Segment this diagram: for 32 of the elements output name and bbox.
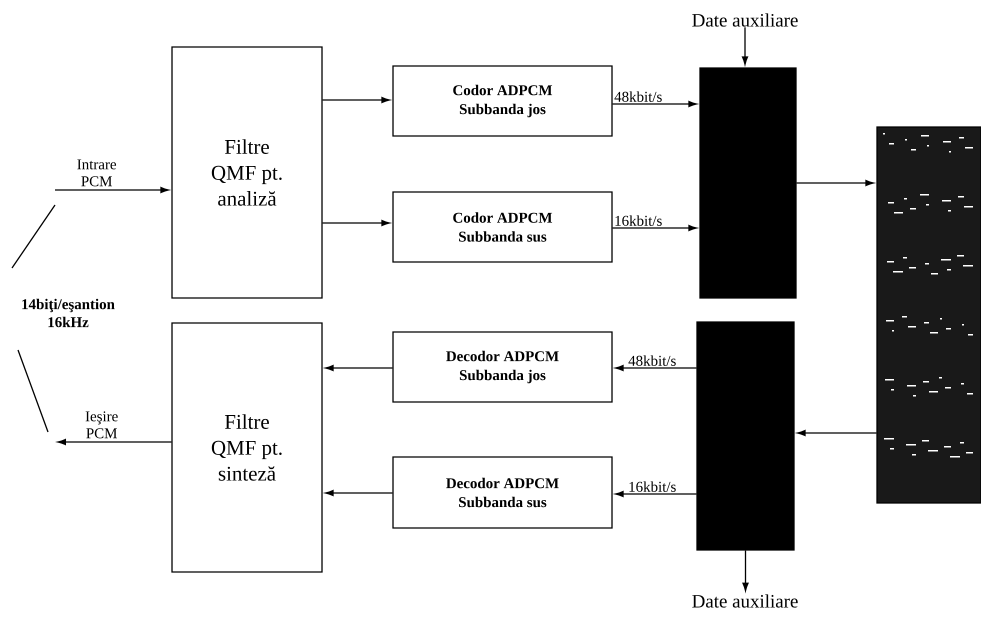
arrow: [322, 220, 390, 226]
arrow: [615, 364, 696, 372]
coder-box: Codor ADPCM Subbanda jos: [392, 65, 613, 137]
multiplexer-bar: [699, 67, 797, 299]
arrow: [742, 27, 748, 65]
arrow: [612, 224, 697, 232]
arrow: [325, 490, 392, 496]
filter-box: Filtre QMF pt. analiză: [171, 46, 323, 299]
edge-label: 48kbit/s: [614, 90, 663, 102]
arrow: [322, 96, 390, 104]
arrow: [797, 430, 876, 436]
arrow: [796, 180, 874, 186]
arrow: [612, 100, 697, 108]
coder-box: Codor ADPCM Subbanda sus: [392, 191, 613, 263]
arrow: [615, 490, 696, 498]
multiplexer-bar: [696, 321, 795, 551]
arrow: [58, 438, 172, 446]
edge-label: 48kbit/s: [628, 354, 677, 366]
arrow: [55, 186, 169, 194]
arrow: [742, 550, 749, 592]
channel-block: [876, 126, 981, 504]
edge-label: 16kbit/s: [628, 480, 677, 492]
coder-box: Decodor ADPCM Subbanda jos: [392, 331, 613, 403]
bare-label: Date auxiliare: [692, 594, 798, 608]
signal-label: 14biţi/eşantion 16kHz: [22, 298, 115, 328]
coder-box: Decodor ADPCM Subbanda sus: [392, 456, 613, 529]
arrow: [325, 364, 392, 372]
bare-label: Date auxiliare: [692, 13, 798, 27]
filter-box: Filtre QMF pt. sinteză: [171, 322, 323, 573]
edge-label: Intrare PCM: [77, 159, 116, 186]
edge-label: Ieşire PCM: [86, 411, 118, 438]
edge-label: 16kbit/s: [614, 214, 663, 226]
